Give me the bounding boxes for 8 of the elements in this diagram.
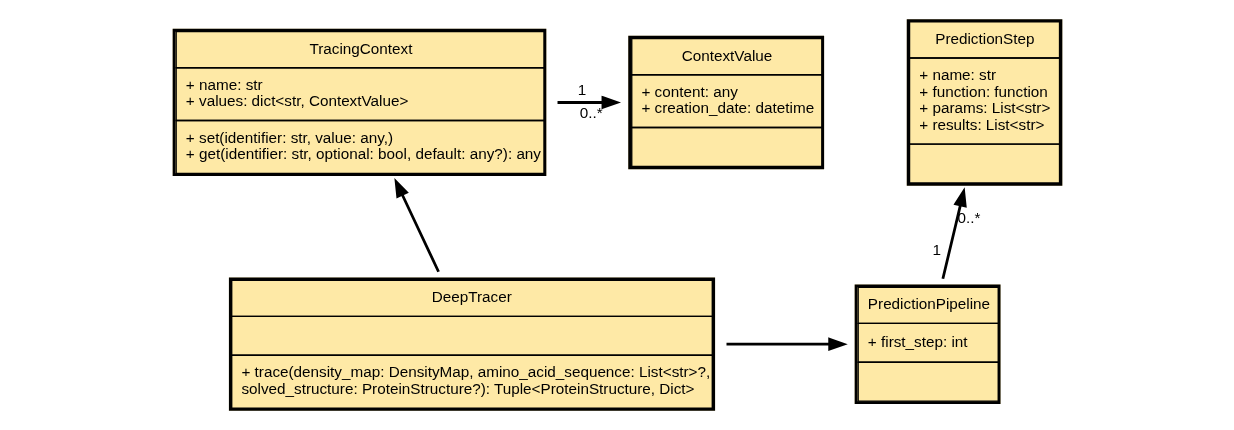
label: 0..* (956, 208, 980, 226)
arrow (726, 337, 848, 351)
arrow (941, 187, 967, 280)
arrow (557, 95, 621, 110)
arrow (393, 177, 440, 273)
label: 1 (931, 241, 941, 259)
label: 1 (577, 80, 586, 98)
label: 0..* (579, 104, 603, 122)
